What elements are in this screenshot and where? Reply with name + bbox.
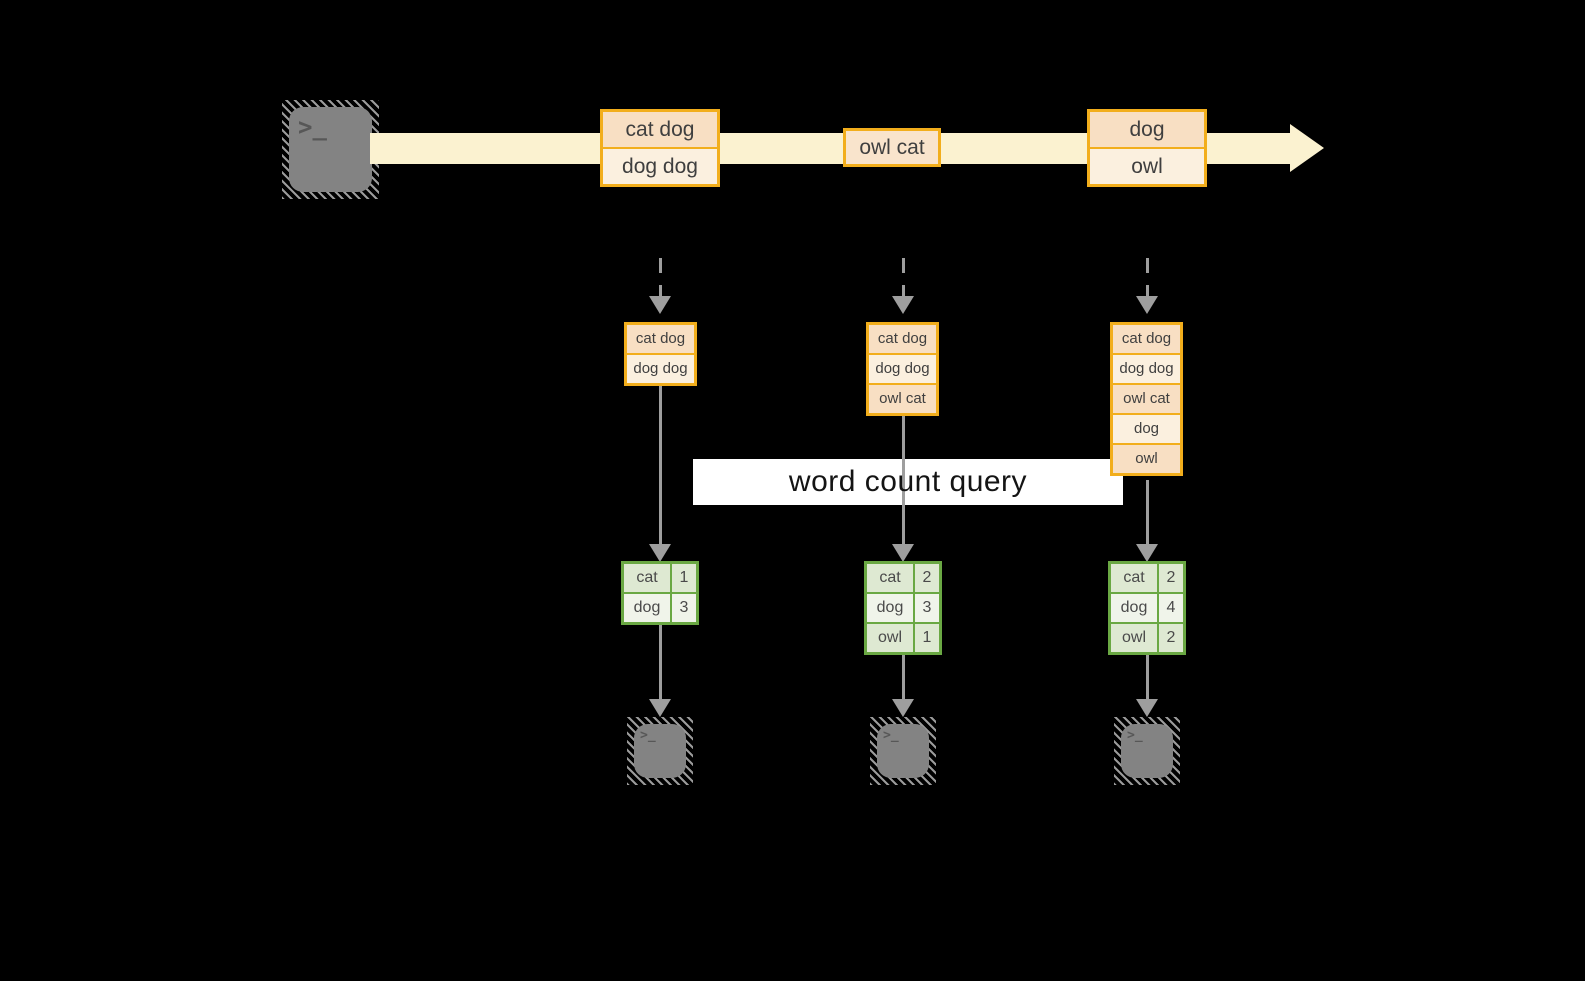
result-word: cat: [624, 564, 670, 592]
result-count: 2: [1159, 624, 1183, 652]
state-stack-3: cat dog dog dog owl cat dog owl: [1110, 322, 1183, 476]
result-word: owl: [1111, 624, 1157, 652]
state-record: dog dog: [1113, 355, 1180, 383]
result-count: 4: [1159, 594, 1183, 622]
state-record: dog dog: [869, 355, 936, 383]
sink-arrowhead-icon: [1136, 699, 1158, 717]
sink-connector-1: [659, 625, 662, 701]
result-word: dog: [867, 594, 913, 622]
ingest-arrowhead-icon: [1136, 296, 1158, 314]
query-arrowhead-icon: [1136, 544, 1158, 562]
stream-record: cat dog: [603, 112, 717, 147]
result-table-3: cat 2 dog 4 owl 2: [1108, 561, 1186, 655]
sink-connector-2: [902, 653, 905, 701]
query-connector-2: [902, 416, 905, 546]
state-record: dog: [1113, 415, 1180, 443]
query-label: word count query: [788, 465, 1028, 498]
state-record: cat dog: [627, 325, 694, 353]
stream-arrowhead-icon: [1290, 124, 1324, 172]
stream-record: dog dog: [603, 149, 717, 184]
stream-record: owl: [1090, 149, 1204, 184]
state-record: cat dog: [869, 325, 936, 353]
result-count: 2: [915, 564, 939, 592]
terminal-window: >_: [1121, 724, 1173, 778]
query-arrowhead-icon: [892, 544, 914, 562]
sink-arrowhead-icon: [892, 699, 914, 717]
stream-record: owl cat: [846, 131, 938, 164]
terminal-sink-icon-3: >_: [1114, 717, 1180, 785]
ingest-arrowhead-icon: [649, 296, 671, 314]
result-count: 1: [672, 564, 696, 592]
terminal-prompt-icon: >_: [883, 728, 899, 743]
state-stack-1: cat dog dog dog: [624, 322, 697, 386]
terminal-sink-icon-1: >_: [627, 717, 693, 785]
state-record: owl cat: [869, 385, 936, 413]
query-arrowhead-icon: [649, 544, 671, 562]
result-table-2: cat 2 dog 3 owl 1: [864, 561, 942, 655]
stream-batch-2: owl cat: [843, 128, 941, 167]
result-word: dog: [624, 594, 670, 622]
result-row: dog 3: [624, 594, 696, 622]
terminal-source-icon: >_: [282, 100, 379, 199]
query-connector-1: [659, 384, 662, 546]
result-row: dog 4: [1111, 594, 1183, 622]
query-label-band: [693, 459, 1123, 505]
terminal-window: >_: [877, 724, 929, 778]
result-word: dog: [1111, 594, 1157, 622]
result-row: cat 1: [624, 564, 696, 592]
terminal-prompt-icon: >_: [640, 728, 656, 743]
result-table-1: cat 1 dog 3: [621, 561, 699, 625]
ingest-arrowhead-icon: [892, 296, 914, 314]
stream-batch-3: dog owl: [1087, 109, 1207, 187]
result-count: 3: [672, 594, 696, 622]
terminal-prompt-icon: >_: [298, 113, 327, 141]
terminal-window: >_: [634, 724, 686, 778]
state-record: dog dog: [627, 355, 694, 383]
sink-connector-3: [1146, 653, 1149, 701]
sink-arrowhead-icon: [649, 699, 671, 717]
result-word: cat: [867, 564, 913, 592]
result-row: cat 2: [1111, 564, 1183, 592]
stream-record: dog: [1090, 112, 1204, 147]
result-count: 1: [915, 624, 939, 652]
state-record: owl cat: [1113, 385, 1180, 413]
result-row: owl 2: [1111, 624, 1183, 652]
ingest-dashed-arrow-3: [1146, 258, 1149, 298]
result-count: 3: [915, 594, 939, 622]
state-record: cat dog: [1113, 325, 1180, 353]
result-count: 2: [1159, 564, 1183, 592]
result-row: cat 2: [867, 564, 939, 592]
ingest-dashed-arrow-2: [902, 258, 905, 298]
state-stack-2: cat dog dog dog owl cat: [866, 322, 939, 416]
result-word: owl: [867, 624, 913, 652]
result-row: owl 1: [867, 624, 939, 652]
result-row: dog 3: [867, 594, 939, 622]
query-connector-3: [1146, 480, 1149, 546]
terminal-prompt-icon: >_: [1127, 728, 1143, 743]
state-record: owl: [1113, 445, 1180, 473]
terminal-sink-icon-2: >_: [870, 717, 936, 785]
stream-batch-1: cat dog dog dog: [600, 109, 720, 187]
ingest-dashed-arrow-1: [659, 258, 662, 298]
terminal-window: >_: [289, 107, 372, 192]
result-word: cat: [1111, 564, 1157, 592]
